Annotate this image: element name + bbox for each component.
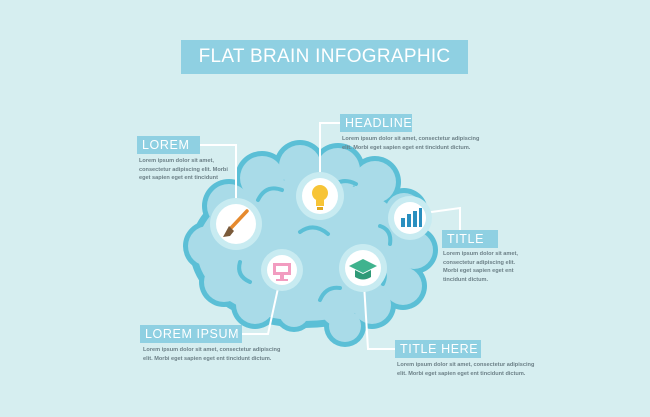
lightbulb-icon — [312, 185, 328, 210]
label-title: TITLE — [442, 230, 498, 248]
monitor-icon — [273, 263, 291, 281]
label-lorem: LOREM — [137, 136, 200, 154]
desc-lorem-ipsum: Lorem ipsum dolor sit amet, consectetur … — [143, 347, 281, 362]
label-lorem-ipsum: LOREM IPSUM — [140, 325, 242, 343]
graduation-cap-icon — [349, 259, 377, 280]
desc-lorem: Lorem ipsum dolor sit amet, consectetur … — [139, 158, 228, 181]
paintbrush-icon — [223, 209, 249, 237]
bar-chart-icon — [401, 208, 422, 227]
label-title-here: TITLE HERE — [395, 340, 481, 358]
icon-graduation-cap-circle — [339, 244, 387, 292]
desc-headline: Lorem ipsum dolor sit amet, consectetur … — [342, 136, 480, 151]
icon-bar-chart-circle — [388, 196, 432, 240]
icon-paintbrush-circle — [210, 198, 262, 250]
page-title: FLAT BRAIN INFOGRAPHIC — [181, 40, 468, 74]
icon-lightbulb-circle — [296, 172, 344, 220]
desc-title-here: Lorem ipsum dolor sit amet, consectetur … — [397, 362, 535, 377]
icon-monitor-circle — [261, 249, 303, 291]
desc-title: Lorem ipsum dolor sit amet, consectetur … — [443, 251, 518, 283]
label-headline: HEADLINE — [340, 114, 412, 132]
